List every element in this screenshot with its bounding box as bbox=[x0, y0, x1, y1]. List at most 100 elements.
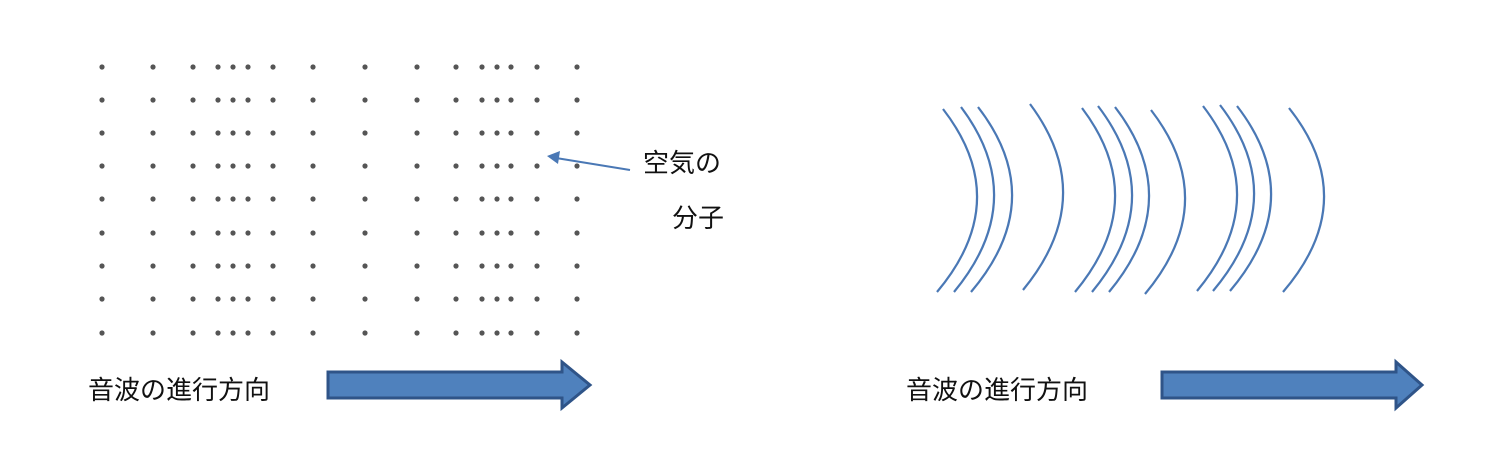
air-molecule-dot bbox=[230, 330, 236, 336]
air-molecule-dot bbox=[494, 330, 500, 336]
air-molecule-dot bbox=[362, 230, 368, 236]
air-molecule-dot bbox=[574, 163, 580, 169]
pointer-arrow-line bbox=[555, 157, 631, 171]
molecule-label-line2: 分子 bbox=[672, 204, 725, 234]
air-molecule-dot bbox=[245, 330, 251, 336]
air-molecule-dot bbox=[270, 296, 276, 302]
propagation-arrow-left bbox=[326, 358, 593, 412]
air-molecule-dot bbox=[574, 130, 580, 136]
air-molecule-dot bbox=[230, 64, 236, 70]
air-molecule-dot bbox=[414, 163, 420, 169]
air-molecule-dot bbox=[534, 230, 540, 236]
air-molecule-dot bbox=[453, 130, 459, 136]
air-molecule-dot bbox=[508, 64, 514, 70]
air-molecule-dot bbox=[245, 130, 251, 136]
air-molecule-dot bbox=[479, 296, 485, 302]
air-molecule-dot bbox=[414, 196, 420, 202]
air-molecule-dot bbox=[453, 296, 459, 302]
air-molecule-dot bbox=[453, 64, 459, 70]
air-molecule-dot bbox=[245, 64, 251, 70]
direction-label-left: 音波の進行方向 bbox=[88, 376, 271, 406]
air-molecule-dot bbox=[150, 130, 156, 136]
air-molecule-dot bbox=[494, 196, 500, 202]
air-molecule-dot bbox=[453, 230, 459, 236]
air-molecule-dot bbox=[215, 230, 221, 236]
air-molecule-dot bbox=[270, 196, 276, 202]
wavefront-arc bbox=[1074, 107, 1117, 293]
air-molecule-dot bbox=[534, 330, 540, 336]
air-molecule-dot bbox=[99, 97, 105, 103]
air-molecule-dot bbox=[574, 330, 580, 336]
wavefront-arc bbox=[1144, 109, 1187, 295]
air-molecule-dot bbox=[99, 196, 105, 202]
air-molecule-dot bbox=[494, 64, 500, 70]
air-molecule-dot bbox=[534, 163, 540, 169]
air-molecule-dot bbox=[310, 64, 316, 70]
air-molecule-dot bbox=[230, 130, 236, 136]
air-molecule-dot bbox=[215, 130, 221, 136]
air-molecule-dot bbox=[245, 163, 251, 169]
air-molecule-dot bbox=[150, 263, 156, 269]
air-molecule-dot bbox=[150, 196, 156, 202]
air-molecule-dot bbox=[494, 97, 500, 103]
air-molecule-dot bbox=[534, 296, 540, 302]
air-molecule-dot bbox=[190, 130, 196, 136]
air-molecule-dot bbox=[508, 97, 514, 103]
air-molecule-dot bbox=[479, 263, 485, 269]
wavefront-arc bbox=[970, 106, 1014, 293]
air-molecule-dot bbox=[508, 163, 514, 169]
air-molecule-dot bbox=[534, 196, 540, 202]
wavefront-arcs bbox=[936, 103, 1326, 295]
air-molecule-dot bbox=[245, 230, 251, 236]
air-molecule-dot bbox=[150, 97, 156, 103]
propagation-arrow-right bbox=[1160, 358, 1425, 412]
air-molecule-dot bbox=[230, 263, 236, 269]
wavefront-arc bbox=[1282, 107, 1326, 293]
air-molecule-dot bbox=[270, 130, 276, 136]
air-molecule-dot bbox=[245, 296, 251, 302]
air-molecule-dot bbox=[230, 196, 236, 202]
air-molecule-dot bbox=[190, 196, 196, 202]
air-molecule-dot bbox=[310, 130, 316, 136]
air-molecule-dot bbox=[574, 196, 580, 202]
air-molecule-dot bbox=[453, 163, 459, 169]
air-molecule-dot bbox=[508, 330, 514, 336]
air-molecule-dot bbox=[190, 97, 196, 103]
air-molecule-dot bbox=[414, 230, 420, 236]
air-molecule-dot bbox=[150, 64, 156, 70]
air-molecule-dot bbox=[508, 196, 514, 202]
air-molecule-dot bbox=[362, 64, 368, 70]
air-molecule-dot bbox=[150, 163, 156, 169]
molecule-label-line1: 空気の bbox=[643, 149, 722, 179]
air-molecule-dot bbox=[245, 196, 251, 202]
air-molecule-dot bbox=[362, 330, 368, 336]
air-molecule-dot bbox=[479, 130, 485, 136]
air-molecule-dot bbox=[270, 97, 276, 103]
air-molecule-dot bbox=[215, 97, 221, 103]
air-molecule-dot bbox=[574, 263, 580, 269]
air-molecule-dot bbox=[574, 97, 580, 103]
air-molecule-dot bbox=[99, 296, 105, 302]
air-molecule-dot bbox=[310, 263, 316, 269]
air-molecule-dot bbox=[215, 330, 221, 336]
air-molecule-dot bbox=[230, 230, 236, 236]
air-molecule-dot bbox=[270, 163, 276, 169]
air-molecule-dot bbox=[150, 330, 156, 336]
wavefront-arc bbox=[1108, 106, 1151, 293]
direction-label-right: 音波の進行方向 bbox=[906, 376, 1089, 406]
air-molecule-dot bbox=[508, 263, 514, 269]
wavefront-arc bbox=[1212, 104, 1256, 292]
wavefront-arc bbox=[953, 106, 996, 293]
air-molecule-dot bbox=[150, 230, 156, 236]
air-molecule-dot bbox=[534, 130, 540, 136]
air-molecule-dot bbox=[414, 64, 420, 70]
air-molecule-dot bbox=[270, 263, 276, 269]
air-molecule-dot bbox=[414, 330, 420, 336]
air-molecule-dot bbox=[453, 97, 459, 103]
air-molecule-dot bbox=[534, 97, 540, 103]
air-molecule-dot bbox=[508, 230, 514, 236]
air-molecule-dot bbox=[362, 263, 368, 269]
air-molecule-dot bbox=[362, 130, 368, 136]
air-molecule-dot bbox=[215, 64, 221, 70]
air-molecule-dot bbox=[574, 296, 580, 302]
